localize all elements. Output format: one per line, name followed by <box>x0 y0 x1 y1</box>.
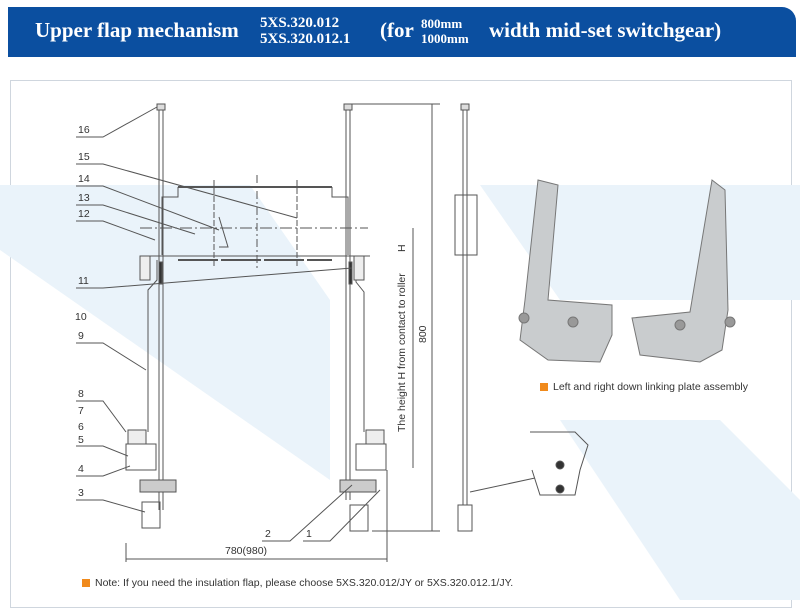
part-number: 11 <box>78 275 89 287</box>
part-number: 4 <box>78 463 84 475</box>
title-suffix: width mid-set switchgear) <box>489 18 722 42</box>
part-number: 7 <box>78 405 84 417</box>
widths: 800mm 1000mm <box>421 16 469 46</box>
width-dimension: 780(980) <box>225 545 268 557</box>
width-2: 1000mm <box>421 31 469 46</box>
height-h-label: The height H from contact to roller <box>396 273 408 432</box>
part-number: 3 <box>78 487 84 499</box>
part-number: 16 <box>78 124 90 136</box>
part-number: 15 <box>78 151 90 163</box>
part-number: 6 <box>78 421 84 433</box>
linking-plate-photo <box>518 179 736 363</box>
note-text: Note: If you need the insulation flap, p… <box>95 577 514 589</box>
part-number: 1 <box>306 528 312 540</box>
part-number: 8 <box>78 388 84 400</box>
title-banner: Upper flap mechanism 5XS.320.012 5XS.320… <box>8 7 796 57</box>
note: Note: If you need the insulation flap, p… <box>82 577 513 589</box>
content-frame <box>10 80 792 608</box>
bullet-square-icon <box>82 579 90 587</box>
part-number: 5 <box>78 434 84 446</box>
title: Upper flap mechanism <box>35 18 239 42</box>
part-number: 14 <box>78 173 90 185</box>
part-number: 9 <box>78 330 84 342</box>
linking-plate-drawing <box>469 431 589 496</box>
part-number: 2 <box>265 528 271 540</box>
bullet-square-icon <box>540 383 548 391</box>
for-text: (for <box>380 18 414 42</box>
height-dimension: 800 <box>417 325 429 343</box>
model-codes: 5XS.320.012 5XS.320.012.1 <box>260 15 350 47</box>
part-number: 13 <box>78 192 90 204</box>
part-number: 10 <box>75 311 87 323</box>
model-code-2: 5XS.320.012.1 <box>260 31 351 47</box>
photo-caption: Left and right down linking plate assemb… <box>540 381 748 393</box>
model-code-1: 5XS.320.012 <box>260 15 340 31</box>
h-label: H <box>396 244 408 252</box>
width-1: 800mm <box>421 16 463 31</box>
photo-caption-text: Left and right down linking plate assemb… <box>553 381 748 393</box>
part-number: 12 <box>78 208 90 220</box>
